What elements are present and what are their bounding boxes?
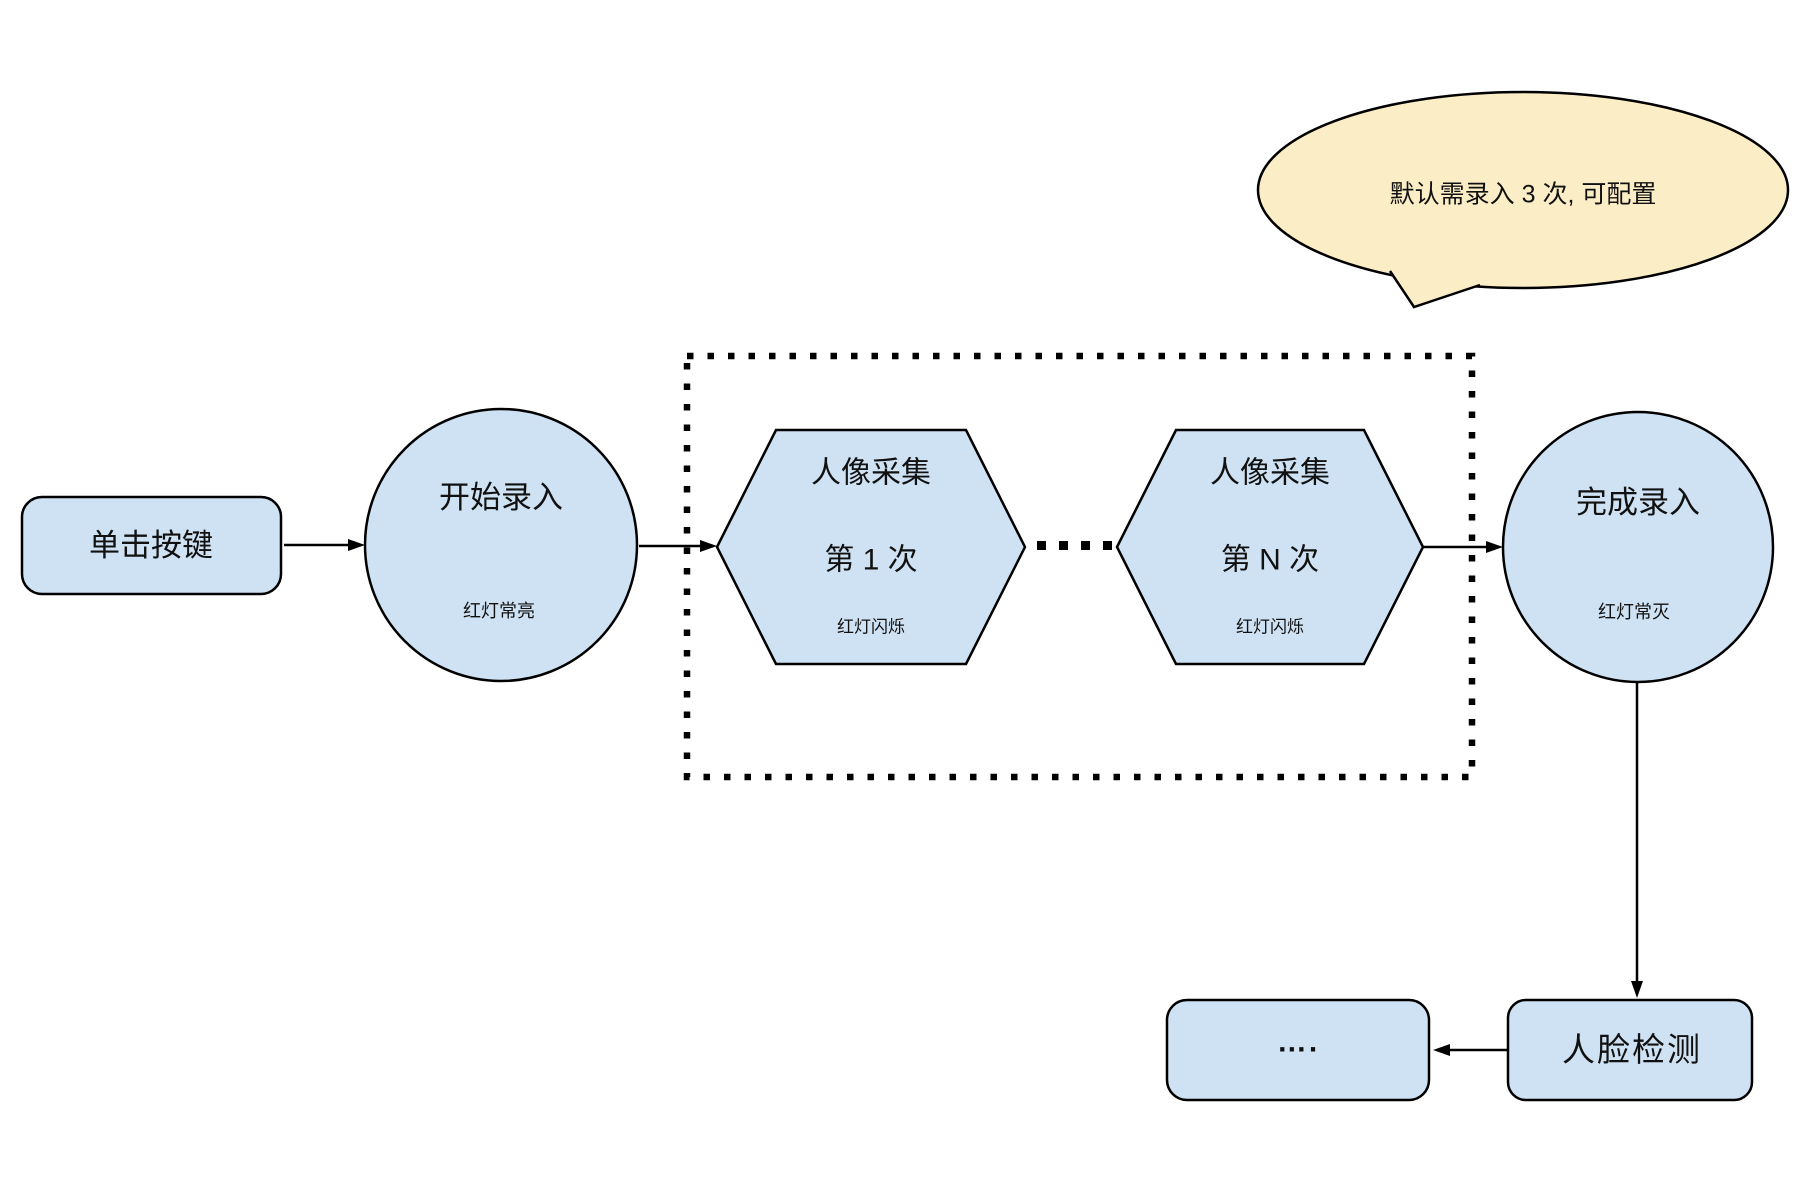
- click-button-label: 单击按键: [89, 527, 213, 563]
- capture-loop-dotted-border: [683, 352, 1476, 781]
- finish-enroll-label: 完成录入: [1576, 484, 1700, 520]
- capture-first-line2: 第 1 次: [824, 543, 918, 577]
- arrow-capture-nth-to-finish: [1423, 541, 1503, 553]
- capture-first-node: [715, 428, 1027, 666]
- face-detect-label: 人脸检测: [1562, 1030, 1702, 1068]
- click-button-node: [20, 495, 283, 596]
- capture-first-line1: 人像采集: [811, 456, 931, 490]
- more-steps-label: ….: [1276, 1025, 1320, 1059]
- arrow-start-to-capture-first: [639, 540, 717, 552]
- capture-nth-sublabel: 红灯闪烁: [1236, 617, 1304, 637]
- callout-bubble-text: 默认需录入 3 次, 可配置: [1389, 180, 1657, 209]
- capture-nth-line1: 人像采集: [1210, 456, 1330, 490]
- between-hexagons-dots: [1037, 541, 1112, 550]
- callout-bubble-ellipse: [1256, 90, 1790, 290]
- capture-first-sublabel: 红灯闪烁: [837, 617, 905, 637]
- more-steps-node: [1165, 998, 1431, 1102]
- start-enroll-sublabel: 红灯常亮: [463, 601, 535, 622]
- arrow-click-to-start: [284, 539, 365, 551]
- finish-enroll-sublabel: 红灯常灭: [1598, 602, 1670, 623]
- callout-bubble-tail: [1388, 270, 1481, 309]
- finish-enroll-node: [1501, 410, 1775, 684]
- start-enroll-label: 开始录入: [439, 479, 563, 515]
- capture-nth-line2: 第 N 次: [1220, 543, 1320, 577]
- start-enroll-node: [363, 407, 639, 683]
- arrow-face-detect-to-more: [1433, 1044, 1508, 1056]
- arrow-finish-to-face-detect: [1631, 683, 1643, 998]
